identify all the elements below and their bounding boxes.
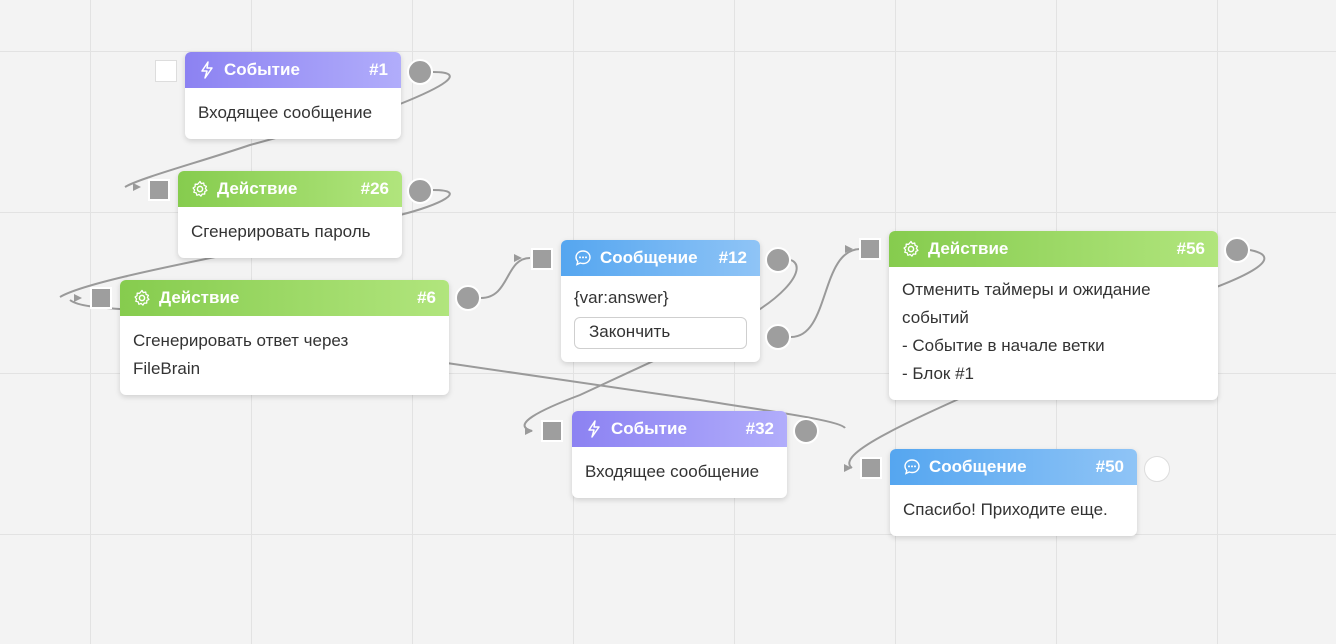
arrow-56 xyxy=(845,245,853,253)
gear-icon xyxy=(191,180,209,198)
node-6-body: Сгенерировать ответ через FileBrain xyxy=(133,331,349,378)
node-56-title: Действие xyxy=(928,239,1009,258)
node-56-number: #56 xyxy=(1176,239,1205,258)
node-message-12[interactable]: Сообщение #12 {var:answer} Закончить xyxy=(561,240,760,362)
node-56-line-2: - Событие в начале ветки xyxy=(902,336,1105,355)
arrow-32 xyxy=(525,427,533,435)
chat-bubble-icon xyxy=(903,458,921,476)
node-action-56[interactable]: Действие #56 Отменить таймеры и ожидание… xyxy=(889,231,1218,400)
node-32-title: Событие xyxy=(611,419,687,438)
arrow-6 xyxy=(74,294,82,302)
node-50-header[interactable]: Сообщение #50 xyxy=(890,449,1137,485)
node-32-header[interactable]: Событие #32 xyxy=(572,411,787,447)
lightning-icon xyxy=(585,420,603,438)
gear-icon xyxy=(902,240,920,258)
node-6-output-port[interactable] xyxy=(455,285,481,311)
arrow-26 xyxy=(133,183,141,191)
node-12-button-output-port[interactable] xyxy=(765,324,791,350)
node-1-output-port[interactable] xyxy=(407,59,433,85)
node-12-body: {var:answer} Закончить xyxy=(561,276,760,362)
node-50-body: Спасибо! Приходите еще. xyxy=(903,500,1108,519)
node-26-input-port[interactable] xyxy=(148,179,170,201)
node-event-32[interactable]: Событие #32 Входящее сообщение xyxy=(572,411,787,498)
node-26-body: Сгенерировать пароль xyxy=(191,222,371,241)
node-50-number: #50 xyxy=(1095,457,1124,476)
arrow-50 xyxy=(844,464,852,472)
node-56-input-port[interactable] xyxy=(859,238,881,260)
node-message-50[interactable]: Сообщение #50 Спасибо! Приходите еще. xyxy=(890,449,1137,536)
node-56-header[interactable]: Действие #56 xyxy=(889,231,1218,267)
node-32-body: Входящее сообщение xyxy=(585,462,760,481)
node-6-title: Действие xyxy=(159,288,240,307)
node-6-header[interactable]: Действие #6 xyxy=(120,280,449,316)
node-50-input-port[interactable] xyxy=(860,457,882,479)
finish-button[interactable]: Закончить xyxy=(574,317,747,349)
node-6-input-port[interactable] xyxy=(90,287,112,309)
node-12-title: Сообщение xyxy=(600,248,698,267)
node-1-body: Входящее сообщение xyxy=(198,103,373,122)
node-56-output-port[interactable] xyxy=(1224,237,1250,263)
node-32-input-port[interactable] xyxy=(541,420,563,442)
node-50-output-port[interactable] xyxy=(1144,456,1170,482)
node-32-number: #32 xyxy=(745,419,774,438)
node-32-output-port[interactable] xyxy=(793,418,819,444)
gear-icon xyxy=(133,289,151,307)
node-56-line-1: Отменить таймеры и ожидание событий xyxy=(902,280,1151,327)
node-6-number: #6 xyxy=(417,288,436,307)
node-12-input-port[interactable] xyxy=(531,248,553,270)
node-action-26[interactable]: Действие #26 Сгенерировать пароль xyxy=(178,171,402,258)
node-1-input-port[interactable] xyxy=(155,60,177,82)
lightning-icon xyxy=(198,61,216,79)
node-26-title: Действие xyxy=(217,179,298,198)
node-56-line-3: - Блок #1 xyxy=(902,364,974,383)
node-26-output-port[interactable] xyxy=(407,178,433,204)
node-12-output-port[interactable] xyxy=(765,247,791,273)
wire-12b-to-56 xyxy=(790,248,861,338)
node-1-number: #1 xyxy=(369,60,388,79)
node-56-body: Отменить таймеры и ожидание событий - Со… xyxy=(889,267,1218,400)
node-action-6[interactable]: Действие #6 Сгенерировать ответ через Fi… xyxy=(120,280,449,395)
node-12-number: #12 xyxy=(718,248,747,267)
chat-bubble-icon xyxy=(574,249,592,267)
node-26-header[interactable]: Действие #26 xyxy=(178,171,402,207)
node-50-title: Сообщение xyxy=(929,457,1027,476)
wire-6-to-12 xyxy=(480,257,531,299)
arrow-12 xyxy=(514,254,522,262)
node-1-header[interactable]: Событие #1 xyxy=(185,52,401,88)
node-event-1[interactable]: Событие #1 Входящее сообщение xyxy=(185,52,401,139)
node-1-title: Событие xyxy=(224,60,300,79)
node-12-text: {var:answer} xyxy=(574,288,669,307)
node-26-number: #26 xyxy=(360,179,389,198)
node-12-header[interactable]: Сообщение #12 xyxy=(561,240,760,276)
